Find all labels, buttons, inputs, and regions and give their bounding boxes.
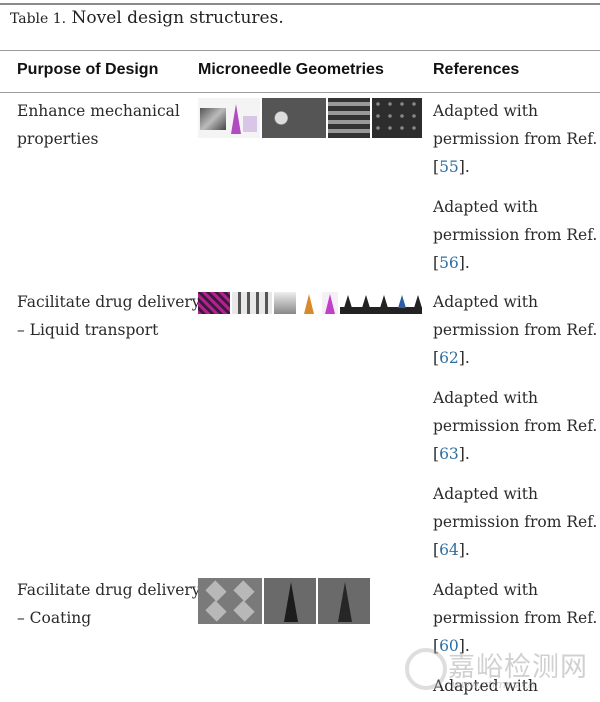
microneedle-image bbox=[322, 292, 338, 314]
reference-link[interactable]: 62 bbox=[439, 349, 459, 367]
reference-link[interactable]: 55 bbox=[439, 158, 459, 176]
row-1-geometry-images bbox=[198, 98, 422, 138]
row-3-geometry-images bbox=[198, 578, 370, 624]
microneedle-image bbox=[372, 98, 422, 138]
row-2-ref-1: Adapted with permission from Ref. [62]. bbox=[433, 293, 598, 367]
microneedle-image bbox=[264, 578, 316, 624]
table-caption: Table 1. Novel design structures. bbox=[10, 8, 284, 28]
microneedle-image bbox=[198, 292, 230, 314]
row-2-purpose: Facilitate drug delivery – Liquid transp… bbox=[17, 293, 201, 339]
microneedle-image bbox=[340, 292, 422, 314]
microneedle-image bbox=[232, 292, 272, 314]
microneedle-image bbox=[198, 98, 260, 138]
row-3-ref-1: Adapted with permission from Ref. [60]. bbox=[433, 581, 598, 655]
header-top-rule bbox=[0, 50, 600, 51]
reference-link[interactable]: 56 bbox=[439, 254, 459, 272]
watermark-url: www.ctimes.cn bbox=[452, 678, 535, 691]
table-title: Novel design structures. bbox=[71, 8, 284, 28]
row-1-ref-1: Adapted with permission from Ref. [55]. bbox=[433, 102, 598, 176]
header-references: References bbox=[433, 61, 520, 78]
row-2-ref-3: Adapted with permission from Ref. [64]. bbox=[433, 485, 598, 559]
reference-link[interactable]: 60 bbox=[439, 637, 459, 655]
row-2-geometry-images bbox=[198, 292, 422, 314]
reference-link[interactable]: 64 bbox=[439, 541, 459, 559]
table-top-rule bbox=[0, 3, 600, 5]
microneedle-image bbox=[328, 98, 370, 138]
reference-link[interactable]: 63 bbox=[439, 445, 459, 463]
header-bottom-rule bbox=[0, 92, 600, 93]
header-geometries: Microneedle Geometries bbox=[198, 61, 384, 78]
watermark-logo-icon bbox=[405, 648, 447, 690]
row-3-ref-2: Adapted with bbox=[433, 677, 538, 695]
microneedle-image bbox=[318, 578, 370, 624]
microneedle-image bbox=[262, 98, 326, 138]
row-1-purpose: Enhance mechanical properties bbox=[17, 102, 180, 148]
row-2-ref-2: Adapted with permission from Ref. [63]. bbox=[433, 389, 598, 463]
microneedle-image bbox=[198, 578, 262, 624]
row-3-purpose: Facilitate drug delivery – Coating bbox=[17, 581, 201, 627]
header-purpose: Purpose of Design bbox=[17, 61, 159, 78]
microneedle-image bbox=[298, 292, 320, 314]
watermark-text: 嘉峪检测网 bbox=[448, 652, 588, 683]
microneedle-image bbox=[274, 292, 296, 314]
row-1-ref-2: Adapted with permission from Ref. [56]. bbox=[433, 198, 598, 272]
table-label: Table 1. bbox=[10, 11, 67, 27]
